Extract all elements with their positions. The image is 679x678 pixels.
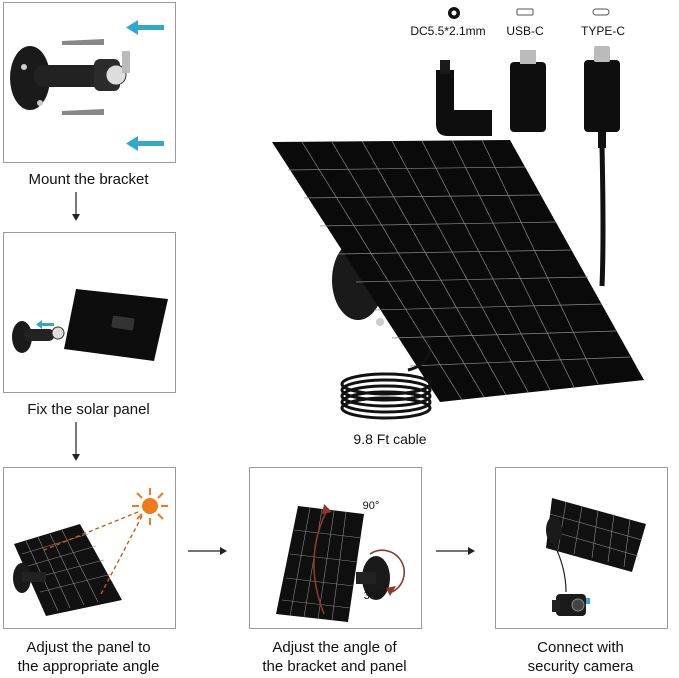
step-adjust-panel-image bbox=[3, 467, 176, 629]
caption-line: the appropriate angle bbox=[17, 658, 160, 675]
dc-connector-icon bbox=[447, 6, 461, 20]
down-arrow-1 bbox=[71, 192, 81, 222]
right-arrow-2 bbox=[436, 546, 476, 556]
caption-line: Adjust the panel to bbox=[26, 639, 151, 656]
dc-connector-label: DC5.5*2.1mm bbox=[410, 24, 486, 38]
step-fix-panel-image bbox=[3, 232, 176, 393]
caption-line: Adjust the angle of bbox=[272, 639, 397, 656]
step-connect-camera-caption: Connect with security camera bbox=[492, 638, 669, 676]
typec-connector-label: TYPE-C bbox=[580, 24, 625, 38]
main-product-image bbox=[240, 40, 660, 430]
down-arrow-2 bbox=[71, 422, 81, 462]
step-adjust-angle-image: 90° 360° bbox=[249, 467, 422, 629]
step-mount-bracket-image bbox=[3, 2, 176, 163]
step-mount-bracket-caption: Mount the bracket bbox=[28, 171, 149, 188]
caption-line: Connect with bbox=[537, 639, 624, 656]
cable-length-label: 9.8 Ft cable bbox=[353, 431, 427, 447]
caption-line: security camera bbox=[527, 658, 634, 675]
step-fix-panel-caption: Fix the solar panel bbox=[27, 401, 150, 418]
tilt-angle-label: 90° bbox=[362, 500, 380, 512]
step-adjust-angle-caption: Adjust the angle of the bracket and pane… bbox=[246, 638, 423, 676]
caption-line: the bracket and panel bbox=[262, 658, 407, 675]
right-arrow-1 bbox=[188, 546, 228, 556]
usbc-connector-icon bbox=[516, 8, 534, 16]
step-connect-camera-image bbox=[495, 467, 668, 629]
rotate-angle-label: 360° bbox=[363, 590, 387, 602]
typec-connector-icon bbox=[592, 8, 610, 16]
step-adjust-panel-caption: Adjust the panel to the appropriate angl… bbox=[0, 638, 177, 676]
usbc-connector-label: USB-C bbox=[506, 24, 544, 38]
